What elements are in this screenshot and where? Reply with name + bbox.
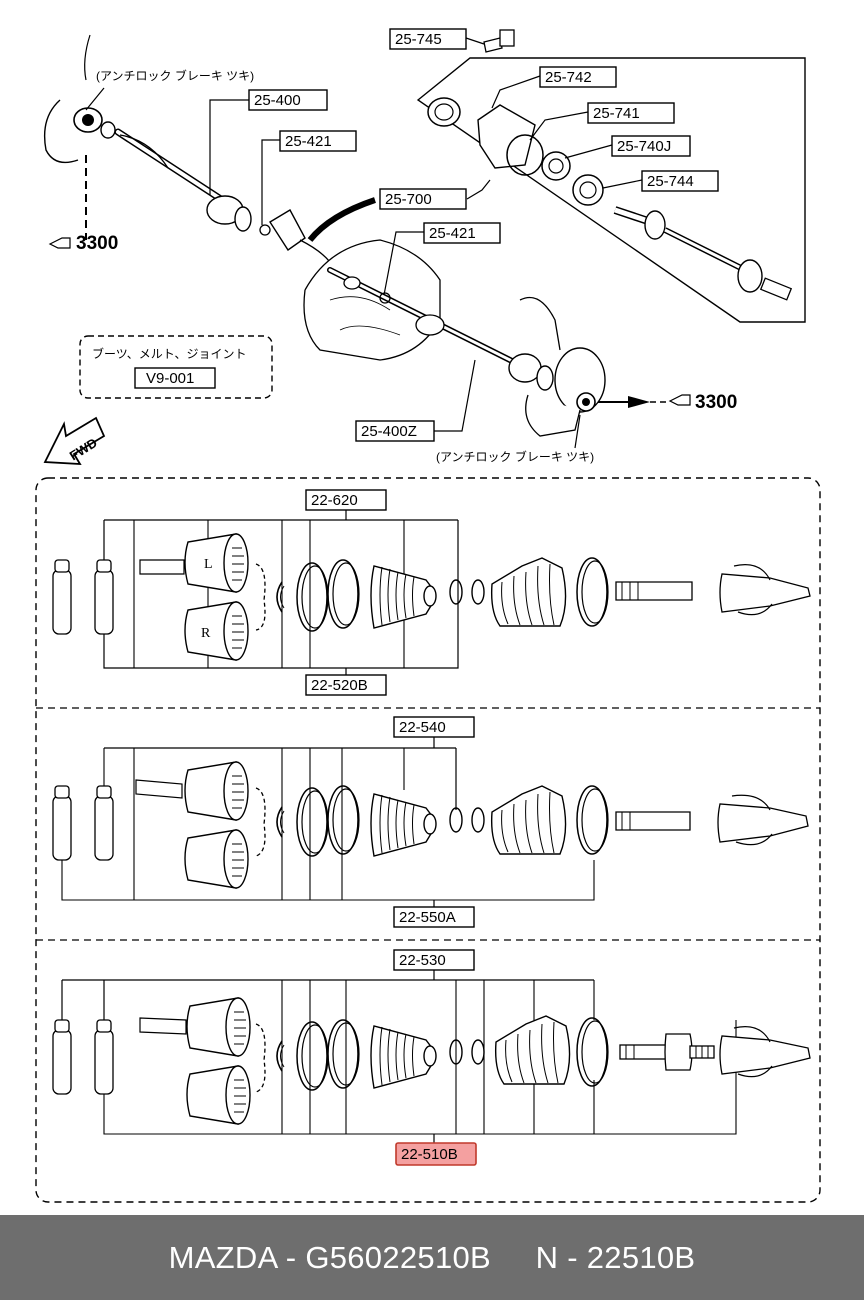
label-v9-001[interactable]: V9-001 — [146, 370, 194, 387]
label-22-510b[interactable]: 22-510B — [401, 1146, 458, 1163]
footer-part-number: MAZDA - G56022510B N - 22510B — [168, 1239, 696, 1275]
label-25-400z[interactable]: 25-400Z — [361, 423, 417, 440]
parts-diagram: 25-745 25-742 25-741 25-740J 25-744 25-4… — [35, 28, 821, 1203]
note-antilock-top: (アンチロック ブレーキ ツキ) — [96, 68, 254, 83]
joint-l-letter: L — [204, 557, 213, 572]
note-antilock-bottom: (アンチロック ブレーキ ツキ) — [436, 449, 594, 464]
label-25-421-a[interactable]: 25-421 — [285, 133, 332, 150]
label-25-745[interactable]: 25-745 — [395, 31, 442, 48]
ref-3300-left[interactable]: 3300 — [76, 233, 118, 254]
kit-panel-1: L R 22-620 22-520B — [52, 489, 811, 696]
highlight-box — [395, 1142, 477, 1166]
label-22-530[interactable]: 22-530 — [399, 952, 446, 969]
label-25-744[interactable]: 25-744 — [647, 173, 694, 190]
label-22-550a[interactable]: 22-550A — [399, 909, 456, 926]
footer-bar: MAZDA - G56022510B N - 22510B — [0, 1215, 864, 1300]
label-25-700[interactable]: 25-700 — [385, 191, 432, 208]
fwd-arrow-icon: FWD — [43, 416, 106, 465]
label-25-741[interactable]: 25-741 — [593, 105, 640, 122]
kit-panel-3: 22-530 22-510B — [52, 949, 811, 1166]
pointing-hand-icon — [668, 394, 691, 406]
kit-options-frame — [35, 477, 821, 1203]
boots-caption: ブーツ、メルト、ジョイント — [92, 346, 247, 361]
label-22-540[interactable]: 22-540 — [399, 719, 446, 736]
driveshaft-assembly: 25-745 25-742 25-741 25-740J 25-744 25-4… — [43, 28, 806, 465]
kit-panel-2: 22-540 22-550A — [52, 716, 809, 928]
label-25-742[interactable]: 25-742 — [545, 69, 592, 86]
label-25-740j[interactable]: 25-740J — [617, 138, 671, 155]
joint-r-letter: R — [201, 626, 211, 641]
label-25-400[interactable]: 25-400 — [254, 92, 301, 109]
label-22-520b[interactable]: 22-520B — [311, 677, 368, 694]
label-22-620[interactable]: 22-620 — [311, 492, 358, 509]
ref-3300-right[interactable]: 3300 — [695, 392, 737, 413]
label-25-421-b[interactable]: 25-421 — [429, 225, 476, 242]
pointing-hand-icon — [48, 237, 71, 249]
